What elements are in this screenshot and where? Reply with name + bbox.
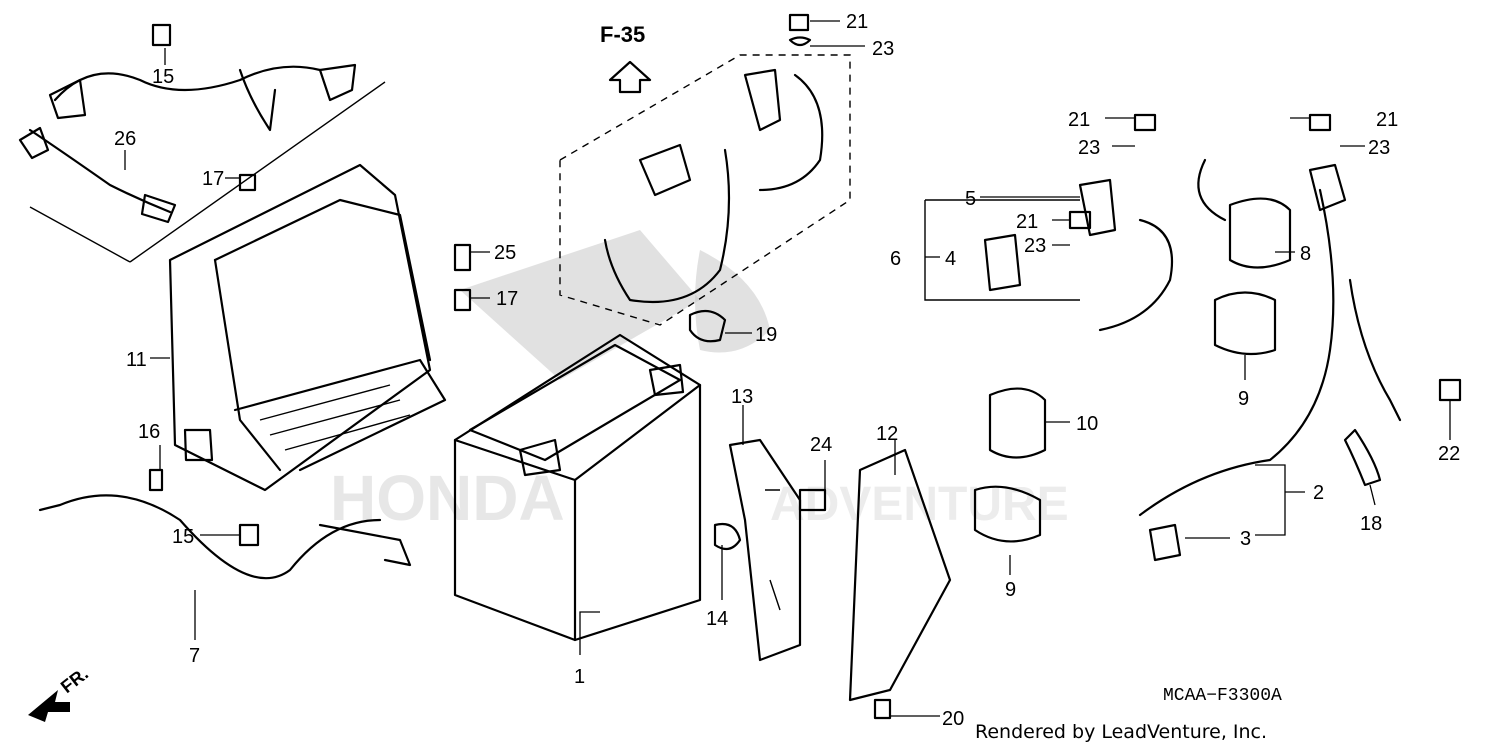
callout-23b: 23	[1078, 137, 1100, 159]
battery	[453, 333, 702, 642]
callout-4: 4	[945, 248, 956, 270]
f35-direction-arrow	[608, 60, 652, 94]
callout-15b: 15	[172, 526, 194, 548]
relay-group	[924, 158, 1462, 562]
callout-15a: 15	[152, 66, 174, 88]
callout-17b: 17	[496, 288, 518, 310]
callout-21b: 21	[1068, 109, 1090, 131]
small-parts	[148, 13, 1332, 720]
callout-16: 16	[138, 421, 160, 443]
leader-lines	[124, 20, 1451, 717]
callout-21c: 21	[1376, 109, 1398, 131]
callout-2: 2	[1313, 482, 1324, 504]
direction-ref-label: F-35	[600, 22, 645, 47]
callout-7: 7	[189, 645, 200, 667]
callout-23a: 23	[872, 38, 894, 60]
callout-14: 14	[706, 608, 728, 630]
figure-code: MCAA−F3300A	[1163, 686, 1282, 706]
callout-12: 12	[876, 423, 898, 445]
callout-9b: 9	[1005, 579, 1016, 601]
callout-18: 18	[1360, 513, 1382, 535]
callout-21d: 21	[1016, 211, 1038, 233]
callout-23d: 23	[1024, 235, 1046, 257]
callout-24: 24	[810, 434, 832, 456]
callout-20: 20	[942, 708, 964, 730]
callout-8: 8	[1300, 243, 1311, 265]
svg-text:HONDA: HONDA	[330, 462, 565, 534]
callout-3: 3	[1240, 528, 1251, 550]
callout-11: 11	[126, 349, 147, 371]
cable-group-dashed	[559, 54, 851, 326]
callout-9a: 9	[1238, 388, 1249, 410]
callout-labels: 1 2 3 4 5 6 7 8 9 9 10 11 12 13 14 15 15…	[114, 11, 1460, 730]
callout-25: 25	[494, 242, 516, 264]
callout-22: 22	[1438, 443, 1460, 465]
callout-5: 5	[965, 188, 976, 210]
callout-10: 10	[1076, 413, 1098, 435]
battery-case	[168, 163, 447, 492]
callout-23c: 23	[1368, 137, 1390, 159]
front-direction-arrow	[28, 690, 70, 722]
callout-1: 1	[574, 666, 585, 688]
svg-text:ADVENTURE: ADVENTURE	[770, 478, 1069, 531]
harness-subframe	[18, 63, 386, 263]
front-marker-label: FR.	[57, 663, 92, 697]
callout-6: 6	[890, 248, 901, 270]
footer-credit: Rendered by LeadVenture, Inc.	[975, 721, 1267, 743]
plate-12	[848, 448, 952, 702]
callout-21a: 21	[846, 11, 868, 33]
callout-19: 19	[755, 324, 777, 346]
callout-26: 26	[114, 128, 136, 150]
bracket-13	[728, 438, 802, 662]
callout-13: 13	[731, 386, 753, 408]
cable-7	[38, 494, 412, 580]
callout-17a: 17	[202, 168, 224, 190]
